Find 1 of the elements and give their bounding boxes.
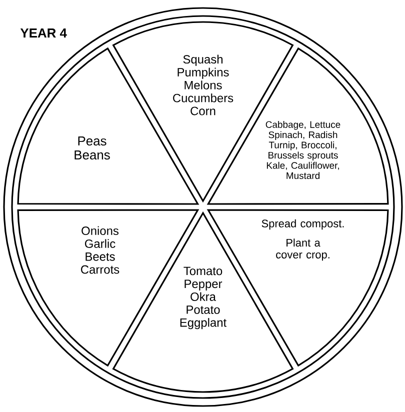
title: YEAR 4 (20, 28, 67, 38)
